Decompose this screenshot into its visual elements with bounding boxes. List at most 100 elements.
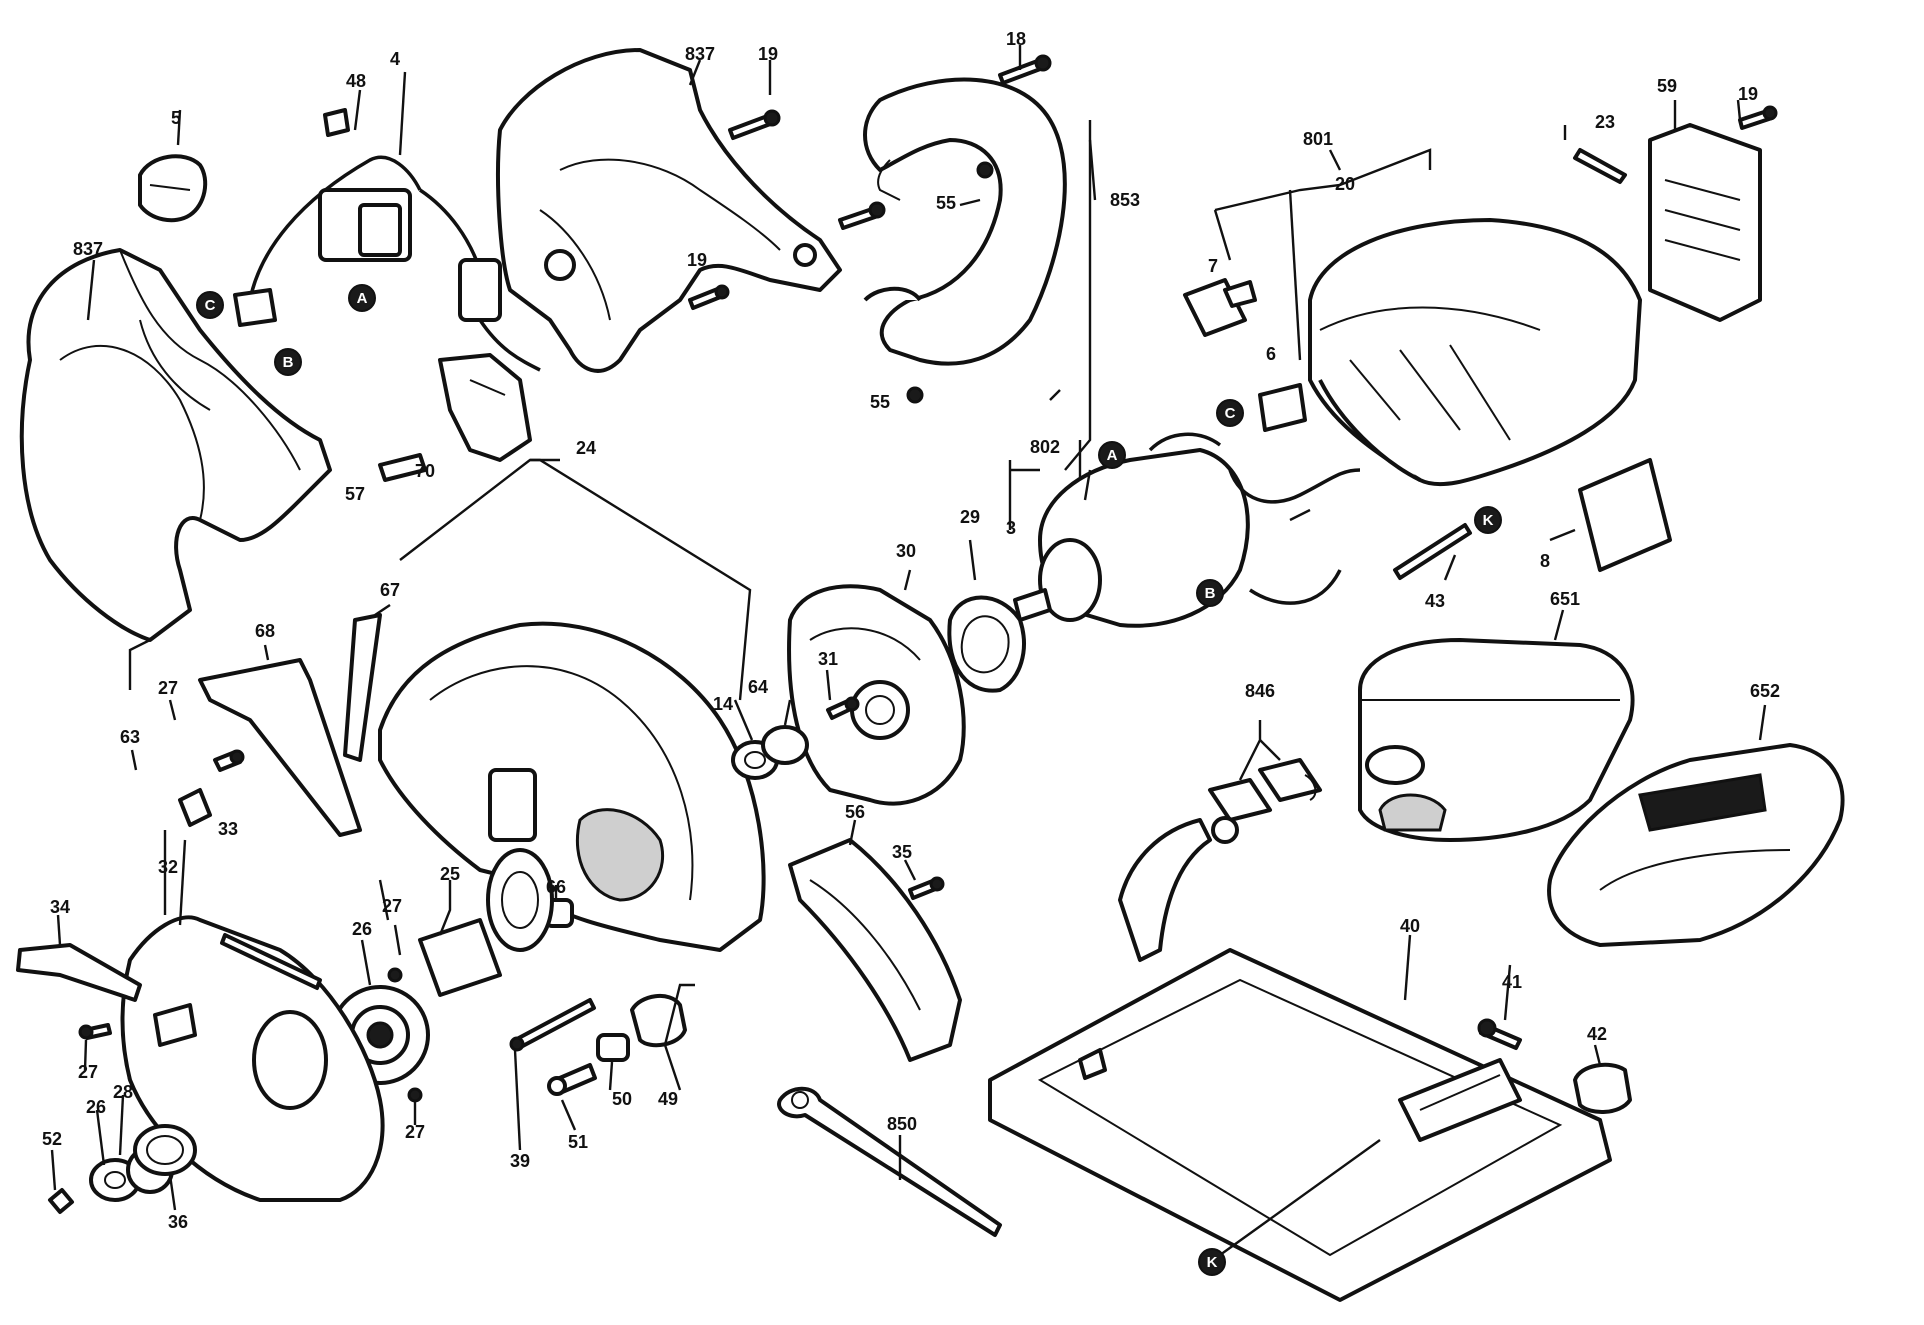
clip-part bbox=[178, 749, 245, 827]
part-label-802: 802 bbox=[1030, 437, 1060, 457]
part-label-40: 40 bbox=[1400, 916, 1420, 936]
part-label-49: 49 bbox=[658, 1089, 678, 1109]
pin-part bbox=[1393, 523, 1472, 580]
part-label-32: 32 bbox=[158, 857, 178, 877]
part-label-24: 24 bbox=[576, 438, 596, 458]
right-housing-part bbox=[496, 48, 842, 373]
marker-b-2: B bbox=[1196, 579, 1224, 607]
part-label-5: 5 bbox=[171, 108, 181, 128]
part-label-28: 28 bbox=[113, 1082, 133, 1102]
washer-part bbox=[731, 696, 860, 780]
svg-text:B: B bbox=[283, 354, 294, 371]
marker-k-1: K bbox=[1474, 506, 1502, 534]
motor-part bbox=[1013, 432, 1361, 628]
part-label-43: 43 bbox=[1425, 591, 1445, 611]
part-labels: 5 48 4 837 837 19 18 55 853 19 55 57 70 … bbox=[42, 29, 1780, 1232]
blade-fastener-parts bbox=[48, 1023, 197, 1214]
gear-part bbox=[330, 848, 554, 1103]
base-plate-part bbox=[988, 818, 1612, 1302]
part-label-8: 8 bbox=[1540, 551, 1550, 571]
part-label-25: 25 bbox=[440, 864, 460, 884]
part-label-29: 29 bbox=[960, 507, 980, 527]
part-label-7: 7 bbox=[1208, 256, 1218, 276]
part-label-67: 67 bbox=[380, 580, 400, 600]
part-label-853: 853 bbox=[1110, 190, 1140, 210]
part-label-36: 36 bbox=[168, 1212, 188, 1232]
part-label-66: 66 bbox=[546, 877, 566, 897]
part-label-34: 34 bbox=[50, 897, 70, 917]
part-label-19-right: 19 bbox=[1738, 84, 1758, 104]
part-label-39: 39 bbox=[510, 1151, 530, 1171]
part-label-64: 64 bbox=[748, 677, 768, 697]
part-label-33: 33 bbox=[218, 819, 238, 839]
part-label-30: 30 bbox=[896, 541, 916, 561]
part-label-801: 801 bbox=[1303, 129, 1333, 149]
part-label-26-a: 26 bbox=[352, 919, 372, 939]
battery-terminal-part bbox=[1573, 105, 1778, 322]
knob-part bbox=[138, 154, 208, 223]
part-label-26-b: 26 bbox=[86, 1097, 106, 1117]
part-label-850: 850 bbox=[887, 1114, 917, 1134]
marker-a-2: A bbox=[1098, 441, 1126, 469]
marker-k-2: K bbox=[1198, 1248, 1226, 1276]
label-plate-part bbox=[1578, 458, 1672, 572]
marker-a-1: A bbox=[348, 284, 376, 312]
part-label-652: 652 bbox=[1750, 681, 1780, 701]
part-label-6: 6 bbox=[1266, 344, 1276, 364]
part-label-55-top: 55 bbox=[936, 193, 956, 213]
part-label-59: 59 bbox=[1657, 76, 1677, 96]
latch-part bbox=[1208, 758, 1322, 844]
switch-harness-part bbox=[233, 108, 541, 372]
part-label-19-mid: 19 bbox=[687, 250, 707, 270]
motor-housing-part bbox=[1308, 218, 1642, 487]
part-label-27-d: 27 bbox=[405, 1122, 425, 1142]
part-label-57: 57 bbox=[345, 484, 365, 504]
wrench-part bbox=[777, 1086, 1002, 1237]
part-label-19-top: 19 bbox=[758, 44, 778, 64]
charger-part bbox=[1547, 743, 1845, 947]
part-label-18: 18 bbox=[1006, 29, 1026, 49]
guard-lever-part bbox=[788, 838, 962, 1062]
part-label-42: 42 bbox=[1587, 1024, 1607, 1044]
part-label-35: 35 bbox=[892, 842, 912, 862]
callout-markers: A C B A C B K K bbox=[196, 284, 1502, 1276]
part-label-27-a: 27 bbox=[158, 678, 178, 698]
part-label-48: 48 bbox=[346, 71, 366, 91]
marker-b-1: B bbox=[274, 348, 302, 376]
handle-part bbox=[863, 77, 1067, 366]
rod-lever-part bbox=[16, 933, 322, 1002]
battery-part bbox=[1358, 638, 1635, 842]
knob-screw-part bbox=[1477, 1018, 1632, 1114]
trigger-part bbox=[378, 353, 532, 482]
screws-part bbox=[688, 54, 1052, 404]
svg-text:K: K bbox=[1483, 512, 1494, 529]
marker-c-1: C bbox=[196, 291, 224, 319]
part-label-3: 3 bbox=[1006, 518, 1016, 538]
gasket-part bbox=[947, 595, 1026, 693]
svg-text:C: C bbox=[205, 297, 216, 314]
bracket-part bbox=[198, 613, 382, 837]
lower-guard-part bbox=[378, 621, 766, 952]
svg-text:C: C bbox=[1225, 405, 1236, 422]
part-label-63: 63 bbox=[120, 727, 140, 747]
part-label-31: 31 bbox=[818, 649, 838, 669]
part-label-837-left: 837 bbox=[73, 239, 103, 259]
part-label-56: 56 bbox=[845, 802, 865, 822]
svg-text:K: K bbox=[1207, 1254, 1218, 1271]
part-label-55-bottom: 55 bbox=[870, 392, 890, 412]
part-label-70: 70 bbox=[415, 461, 435, 481]
part-label-4: 4 bbox=[390, 49, 400, 69]
part-label-27-b: 27 bbox=[382, 896, 402, 916]
part-label-837-right: 837 bbox=[685, 44, 715, 64]
left-housing-part bbox=[19, 248, 332, 642]
svg-text:A: A bbox=[357, 290, 368, 307]
gear-plate-part bbox=[787, 584, 966, 806]
svg-text:B: B bbox=[1205, 585, 1216, 602]
brush-part bbox=[1183, 278, 1307, 432]
part-label-41: 41 bbox=[1502, 972, 1522, 992]
part-label-27-c: 27 bbox=[78, 1062, 98, 1082]
leader-lines bbox=[50, 45, 1767, 1256]
part-label-50: 50 bbox=[612, 1089, 632, 1109]
svg-text:A: A bbox=[1107, 447, 1118, 464]
